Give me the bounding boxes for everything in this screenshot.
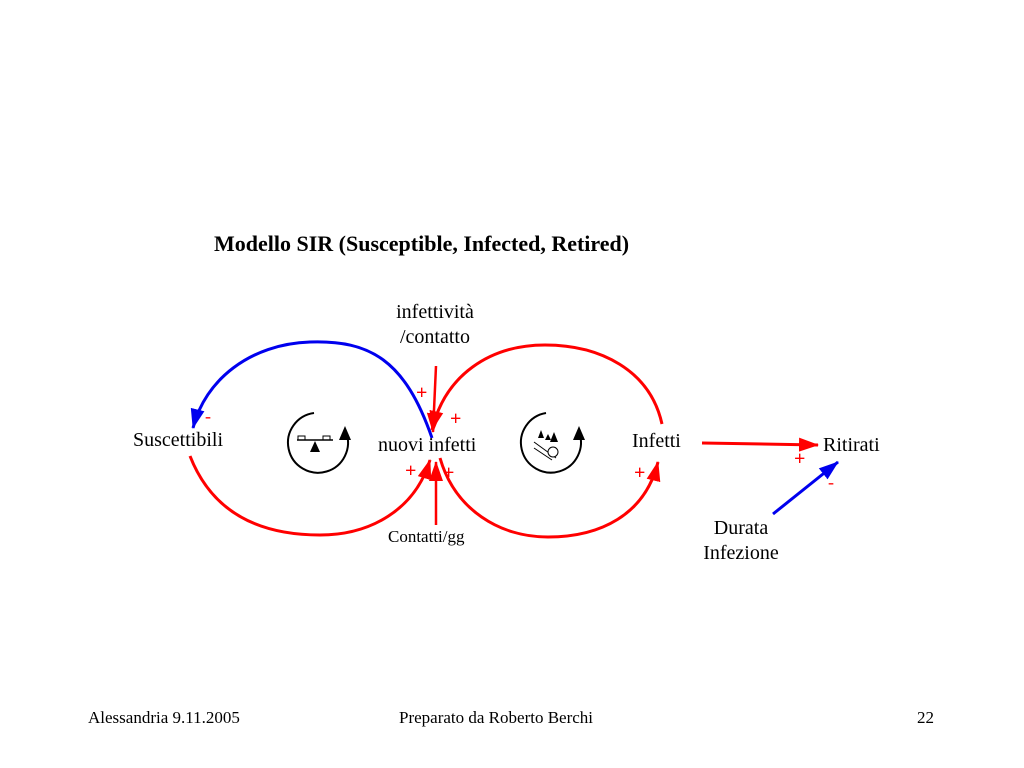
node-suscettibili: Suscettibili	[133, 429, 223, 451]
node-infettivita-line2: /contatto	[400, 326, 470, 348]
node-contatti-gg: Contatti/gg	[388, 527, 465, 546]
polarity-minus-suscettibili: -	[205, 406, 211, 426]
link-durata-to-ritirati	[772, 460, 839, 516]
node-infettivita-line1: infettività	[396, 301, 474, 323]
footer-author: Preparato da Roberto Berchi	[399, 708, 594, 727]
node-durata-line2: Infezione	[703, 542, 779, 564]
footer-date-location: Alessandria 9.11.2005	[88, 708, 240, 727]
link-infetti-to-ritirati	[701, 437, 819, 452]
balance-scale-icon	[297, 435, 333, 452]
diagram-title: Modello SIR (Susceptible, Infected, Reti…	[214, 231, 630, 256]
reinforcing-loop-indicator	[519, 412, 585, 474]
node-nuovi-infetti: nuovi infetti	[378, 434, 477, 456]
polarity-plus-nuovi-top: +	[450, 408, 462, 430]
node-infetti: Infetti	[632, 430, 681, 452]
polarity-plus-ritirati: +	[794, 448, 806, 470]
polarity-minus-ritirati: -	[828, 472, 834, 492]
node-durata-line1: Durata	[713, 517, 769, 539]
link-nuovi-to-infetti	[438, 457, 661, 539]
node-infettivita-contatto: infettività /contatto	[382, 300, 488, 350]
balancing-loop-indicator	[287, 412, 351, 474]
node-ritirati: Ritirati	[823, 434, 880, 456]
polarity-plus-infettivita: +	[416, 382, 428, 404]
link-infettivita-to-nuovi	[426, 365, 441, 433]
link-nuovi-to-suscettibili	[190, 340, 434, 439]
polarity-plus-infetti: +	[634, 462, 646, 484]
snowball-icon	[533, 430, 559, 461]
footer-page-number: 22	[917, 708, 934, 727]
link-suscettibili-to-nuovi	[188, 455, 432, 537]
polarity-plus-nuovi-right: +	[443, 462, 455, 484]
link-infetti-to-nuovi	[429, 343, 664, 431]
node-durata-infezione: Durata Infezione	[690, 516, 792, 566]
polarity-plus-nuovi-left: +	[405, 460, 417, 482]
